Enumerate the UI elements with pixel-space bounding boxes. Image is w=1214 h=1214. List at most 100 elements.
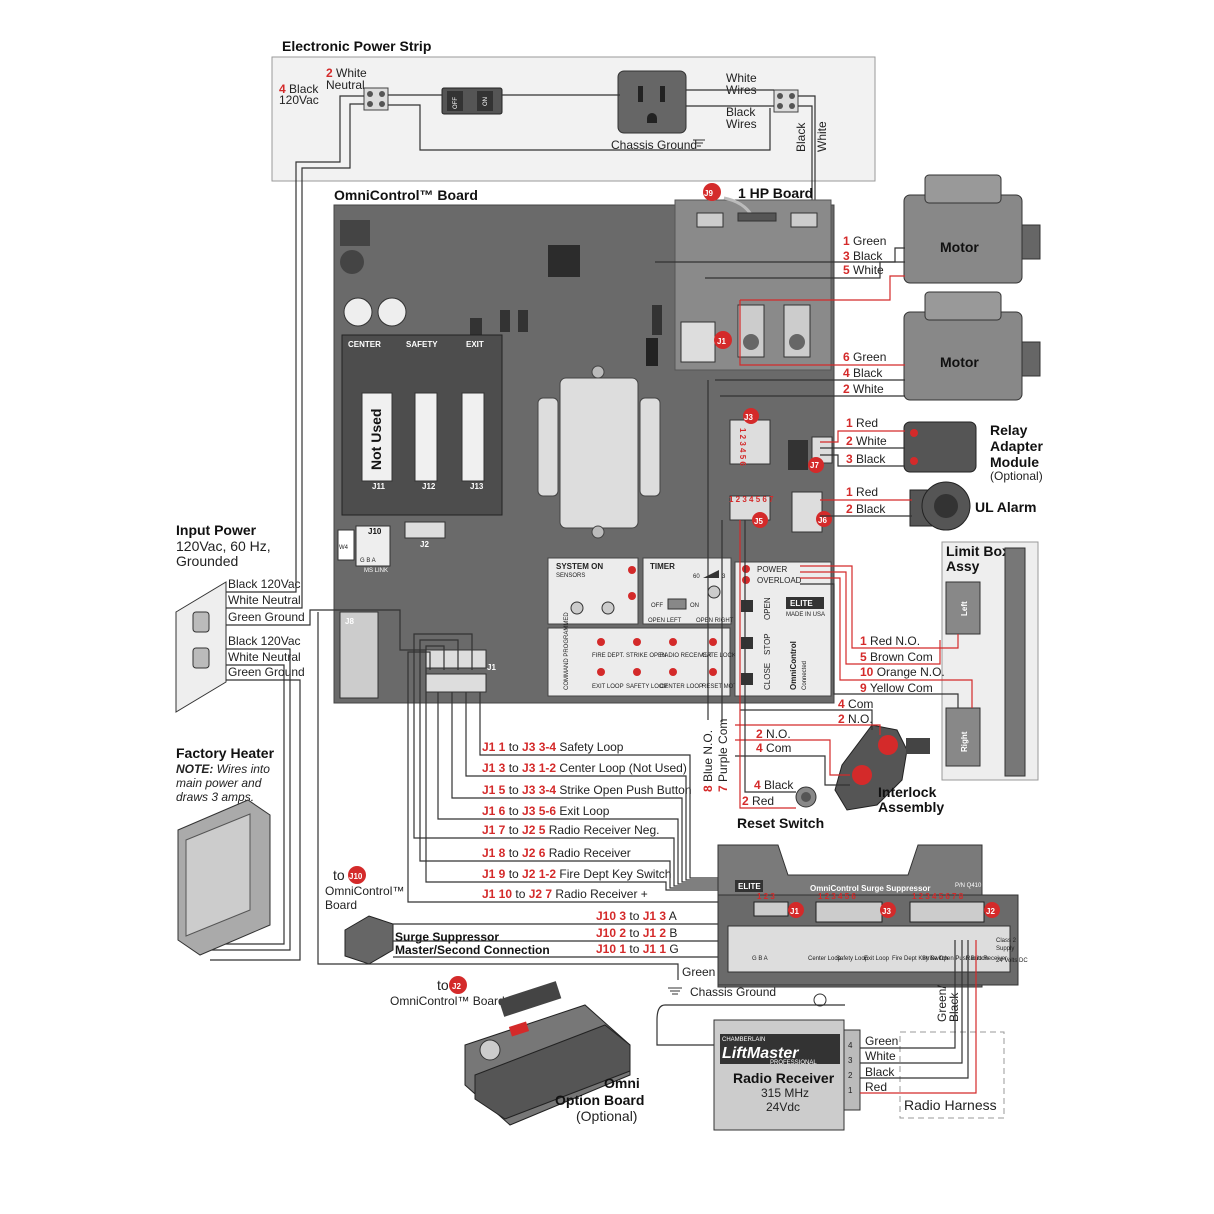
j3-pins: 1 2 3 4 5 6 <box>738 428 747 466</box>
timer-dial[interactable] <box>707 585 721 599</box>
surge-j3-label: J3 <box>882 907 891 916</box>
made-in-usa: MADE IN USA <box>786 612 825 618</box>
omnicontrol-vertical: OmniControl <box>789 641 798 690</box>
sensor-dial-1[interactable] <box>570 601 584 615</box>
gba-label: G B A <box>360 558 376 564</box>
radio-pin-3: 3 <box>848 1056 853 1065</box>
timer-3-label: 3 <box>722 574 726 580</box>
j5-label: J5 <box>754 517 763 526</box>
hp-j1-label: J1 <box>717 337 726 346</box>
motor-2-label: Motor <box>940 354 979 370</box>
ps-neutral: Neutral <box>326 78 365 92</box>
omni-title: OmniControl™ Board <box>334 187 478 203</box>
j12-label: J12 <box>422 482 436 491</box>
connector-board-1: OmniControl™ <box>325 884 404 898</box>
microcontroller-chip <box>548 245 580 277</box>
motor-wire-labels: 1 Green 3 Black 5 White 6 Green 4 Black … <box>655 234 905 397</box>
svg-text:1 Red N.O.: 1 Red N.O. <box>860 634 920 648</box>
svg-text:1 Red: 1 Red <box>846 416 878 430</box>
surge-j2-pins: 1 2 3 4 5 6 7 8 <box>912 892 964 901</box>
input-b-black: Black 120Vac <box>228 634 301 648</box>
close-button[interactable] <box>741 673 753 685</box>
svg-text:2 White: 2 White <box>326 66 367 80</box>
ul-alarm-title: UL Alarm <box>975 499 1036 515</box>
sensor-dial-2[interactable] <box>601 601 615 615</box>
led-reset: RESET MOTOR <box>702 684 746 690</box>
ps-terminal-right <box>773 89 799 113</box>
surge-chassis-ground: Chassis Ground <box>690 985 776 999</box>
svg-text:2 N.O.: 2 N.O. <box>756 727 791 741</box>
factory-heater-title: Factory Heater <box>176 745 275 761</box>
cmd-label: COMMAND PROGRAMMED <box>564 612 570 690</box>
option-optional: (Optional) <box>576 1108 637 1124</box>
svg-text:8 Blue N.O.: 8 Blue N.O. <box>701 730 715 792</box>
not-used-label: Not Used <box>368 409 384 470</box>
connector-icon <box>344 915 394 965</box>
j3-label: J3 <box>744 413 753 422</box>
relay-title-2: Adapter <box>990 438 1043 454</box>
surge-j1-pins: 1 2 3 <box>757 892 775 901</box>
interlock-title-1: Interlock <box>878 784 937 800</box>
power-strip: Electronic Power Strip 4 Black 120Vac 2 … <box>271 38 876 200</box>
j9-label: J9 <box>704 189 713 198</box>
open-left-label: OPEN LEFT <box>648 618 682 624</box>
svg-text:J1 7 to J2 5 Radio Receiver Ne: J1 7 to J2 5 Radio Receiver Neg. <box>482 823 659 837</box>
limit-box-title-1: Limit Box <box>946 543 1010 559</box>
svg-text:J1 3 to J3 1-2 Center Loop (No: J1 3 to J3 1-2 Center Loop (Not Used) <box>482 761 687 775</box>
led-fire: FIRE DEPT. <box>592 653 625 659</box>
svg-text:2 White: 2 White <box>846 434 887 448</box>
timer-on-label: ON <box>690 603 699 609</box>
j6-label: J6 <box>818 516 827 525</box>
radio-pin-2: 2 <box>848 1071 853 1080</box>
option-title-1: Omni <box>604 1075 640 1091</box>
svg-text:J1 5 to J3 3-4 Strike Open Pus: J1 5 to J3 3-4 Strike Open Push Button <box>482 783 692 797</box>
input-power-line2: Grounded <box>176 553 238 569</box>
ms-link-label: MS LINK <box>364 568 388 574</box>
interlock-title-2: Assembly <box>878 799 944 815</box>
relay-adapter-module: Relay Adapter Module (Optional) 1 Red 2 … <box>820 416 1043 483</box>
radio-brand: LiftMaster <box>722 1045 799 1062</box>
input-power-title: Input Power <box>176 522 257 538</box>
surge-title: OmniControl Surge Suppressor <box>810 884 930 893</box>
surge-lbl-fire: Fire Dept Key Switch <box>892 956 948 962</box>
svg-text:J10 1 to J1 1 G: J10 1 to J1 1 G <box>596 942 679 956</box>
open-button[interactable] <box>741 600 753 612</box>
heater-note-3: draws 3 amps. <box>176 790 254 804</box>
connected-vertical: Connected <box>802 661 808 690</box>
input-power: Input Power 120Vac, 60 Hz, Grounded Blac… <box>175 95 426 961</box>
ps-white-vertical: White <box>815 121 829 152</box>
ps-terminal-left <box>363 87 389 111</box>
overload-label: OVERLOAD <box>757 576 802 585</box>
svg-text:J1 8 to J2 6 Radio Receiver: J1 8 to J2 6 Radio Receiver <box>482 846 631 860</box>
outlet-icon <box>617 70 687 134</box>
radio-pin-1: 1 <box>848 1086 853 1095</box>
radio-wire-black: Black <box>865 1065 895 1079</box>
radio-harness-box <box>899 1031 1005 1119</box>
input-power-line1: 120Vac, 60 Hz, <box>176 538 271 554</box>
input-a-green: Green Ground <box>228 610 305 624</box>
j10-label: J10 <box>368 527 382 536</box>
surge-suppressor: ELITE OmniControl Surge Suppressor P/N Q… <box>668 844 1028 1022</box>
stop-button[interactable] <box>741 637 753 649</box>
interlock-assembly: Interlock Assembly 4 Com 2 N.O. 2 N.O. 4… <box>735 697 944 815</box>
radio-harness-label: Radio Harness <box>904 1097 997 1113</box>
limit-right-label: Right <box>960 731 969 752</box>
ps-black-wires-2: Wires <box>726 117 757 131</box>
led-radio: RADIO RECEIVER <box>660 653 712 659</box>
svg-text:4 Com: 4 Com <box>838 697 873 711</box>
svg-text:2 Red: 2 Red <box>742 794 774 808</box>
svg-text:7 Purple Com: 7 Purple Com <box>716 719 730 792</box>
svg-text:4 Black: 4 Black <box>279 82 319 96</box>
svg-text:4 Com: 4 Com <box>756 741 791 755</box>
surge-lbl-exit: Exit Loop <box>864 956 890 962</box>
j2-label: J2 <box>420 540 429 549</box>
radio-pin-4: 4 <box>848 1041 853 1050</box>
timer-switch[interactable] <box>667 598 687 610</box>
switch-off-label: OFF <box>453 97 459 109</box>
svg-text:9 Yellow Com: 9 Yellow Com <box>860 681 933 695</box>
reset-switch-title: Reset Switch <box>737 815 824 831</box>
radio-wire-white: White <box>865 1049 896 1063</box>
omni-option-board: to J2 OmniControl™ Board Omni Option Boa… <box>390 976 644 1126</box>
heater-note-2: main power and <box>176 776 262 790</box>
timer-60-label: 60 <box>693 574 700 580</box>
